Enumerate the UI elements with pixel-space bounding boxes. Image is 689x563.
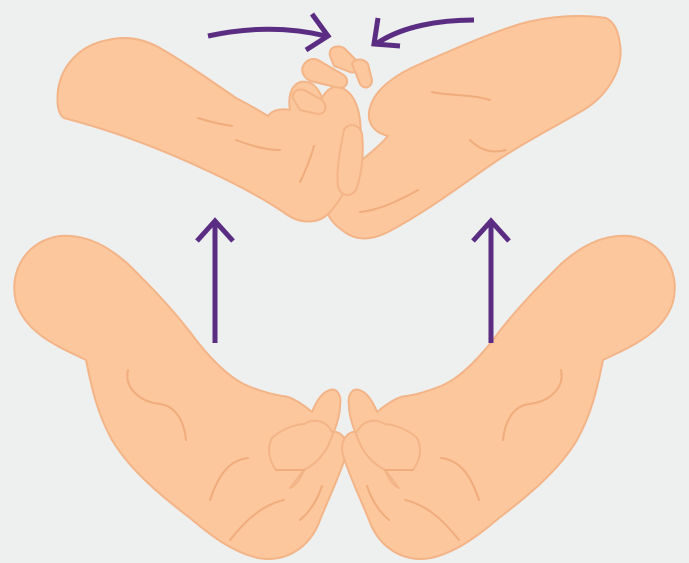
finger-3 [352,60,372,88]
joined-hands [57,16,620,239]
left-open-hand [14,236,347,559]
arrow-up-left [197,221,233,343]
right-open-hand [342,236,675,559]
joined-right-hand [326,16,621,239]
curved-arrow-right [208,14,328,50]
curved-arrow-left [374,18,474,46]
